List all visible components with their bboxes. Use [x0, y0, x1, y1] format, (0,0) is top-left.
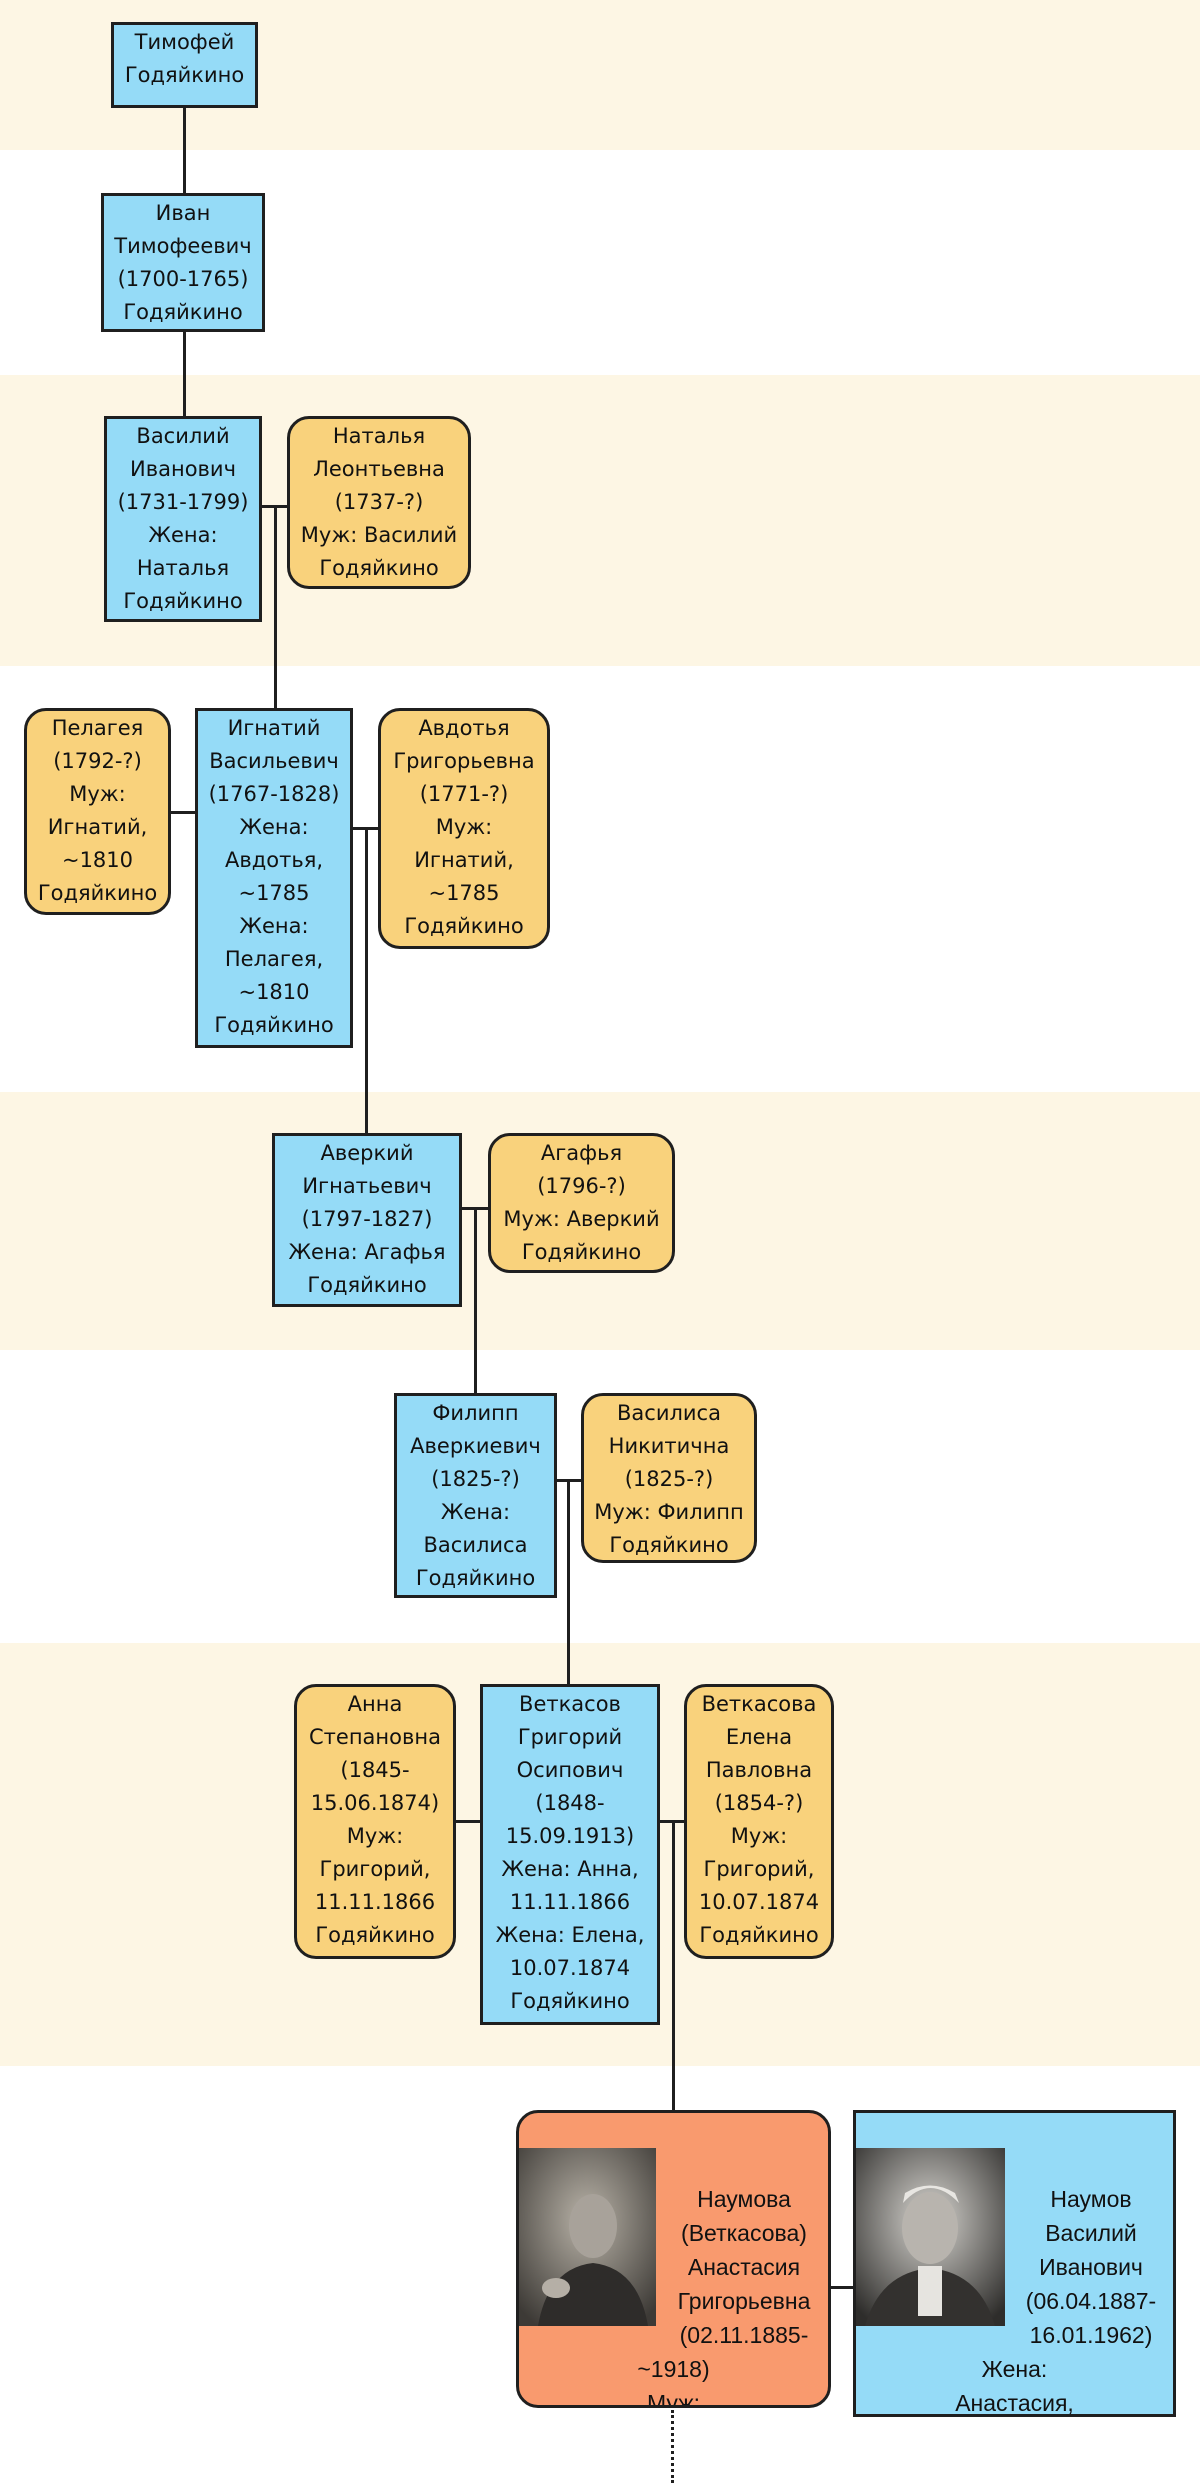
- portrait-photo-anastasia: [519, 2148, 656, 2326]
- person-grigory: Веткасов Григорий Осипович (1848- 15.09.…: [480, 1684, 660, 2025]
- connector-line: [274, 505, 277, 708]
- person-vasilisa: Василиса Никитична (1825-?) Муж: Филипп …: [581, 1393, 757, 1563]
- person-anastasia-text: Наумова (Веткасова) Анастасия Григорьевн…: [637, 2186, 811, 2408]
- connector-line: [365, 827, 368, 1133]
- person-agafya: Агафья (1796-?) Муж: Аверкий Годяйкино: [488, 1133, 675, 1273]
- continuation-dotted-line: [671, 2410, 677, 2483]
- person-ivan: Иван Тимофеевич (1700-1765) Годяйкино: [101, 193, 265, 332]
- connector-line: [171, 811, 195, 814]
- person-ignaty: Игнатий Васильевич (1767-1828) Жена: Авд…: [195, 708, 353, 1048]
- person-anna: Анна Степановна (1845- 15.06.1874) Муж: …: [294, 1684, 456, 1959]
- person-timofey: Тимофей Годяйкино: [111, 22, 258, 108]
- portrait-photo-vasily-naumov: [856, 2148, 1005, 2326]
- person-natalya: Наталья Леонтьевна (1737-?) Муж: Василий…: [287, 416, 471, 589]
- connector-line: [672, 1820, 675, 2110]
- person-vasily-naumov-text: Наумов Василий Иванович (06.04.1887- 16.…: [955, 2186, 1157, 2416]
- connector-line: [183, 332, 186, 416]
- person-pelageya: Пелагея (1792-?) Муж: Игнатий, ~1810 Год…: [24, 708, 171, 915]
- person-elena: Веткасова Елена Павловна (1854-?) Муж: Г…: [684, 1684, 834, 1959]
- connector-line: [456, 1820, 480, 1823]
- person-vasily-naumov: Наумов Василий Иванович (06.04.1887- 16.…: [853, 2110, 1176, 2417]
- connector-line: [474, 1207, 477, 1393]
- person-filipp: Филипп Аверкиевич (1825-?) Жена: Василис…: [394, 1393, 557, 1598]
- connector-line: [567, 1479, 570, 1684]
- person-averky: Аверкий Игнатьевич (1797-1827) Жена: Ага…: [272, 1133, 462, 1307]
- connector-line: [831, 2286, 853, 2289]
- person-anastasia: Наумова (Веткасова) Анастасия Григорьевн…: [516, 2110, 831, 2408]
- connector-line: [183, 108, 186, 193]
- person-avdotya: Авдотья Григорьевна (1771-?) Муж: Игнати…: [378, 708, 550, 949]
- person-vasily: Василий Иванович (1731-1799) Жена: Натал…: [104, 416, 262, 622]
